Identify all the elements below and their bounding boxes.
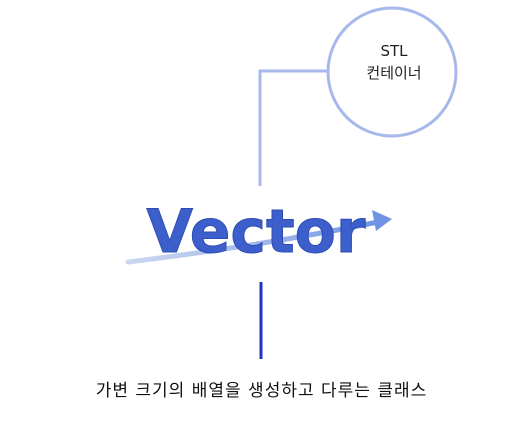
badge-line-2: 컨테이너 — [366, 64, 422, 82]
connector-line — [258, 69, 330, 186]
swoosh-arrow-icon — [125, 210, 392, 265]
description-caption: 가변 크기의 배열을 생성하고 다루는 클래스 — [95, 381, 428, 401]
badge-line-1: STL — [380, 42, 408, 60]
container-circle — [326, 6, 458, 138]
vector-title: Vector — [147, 197, 366, 267]
container-badge: STL 컨테이너 — [334, 40, 454, 84]
